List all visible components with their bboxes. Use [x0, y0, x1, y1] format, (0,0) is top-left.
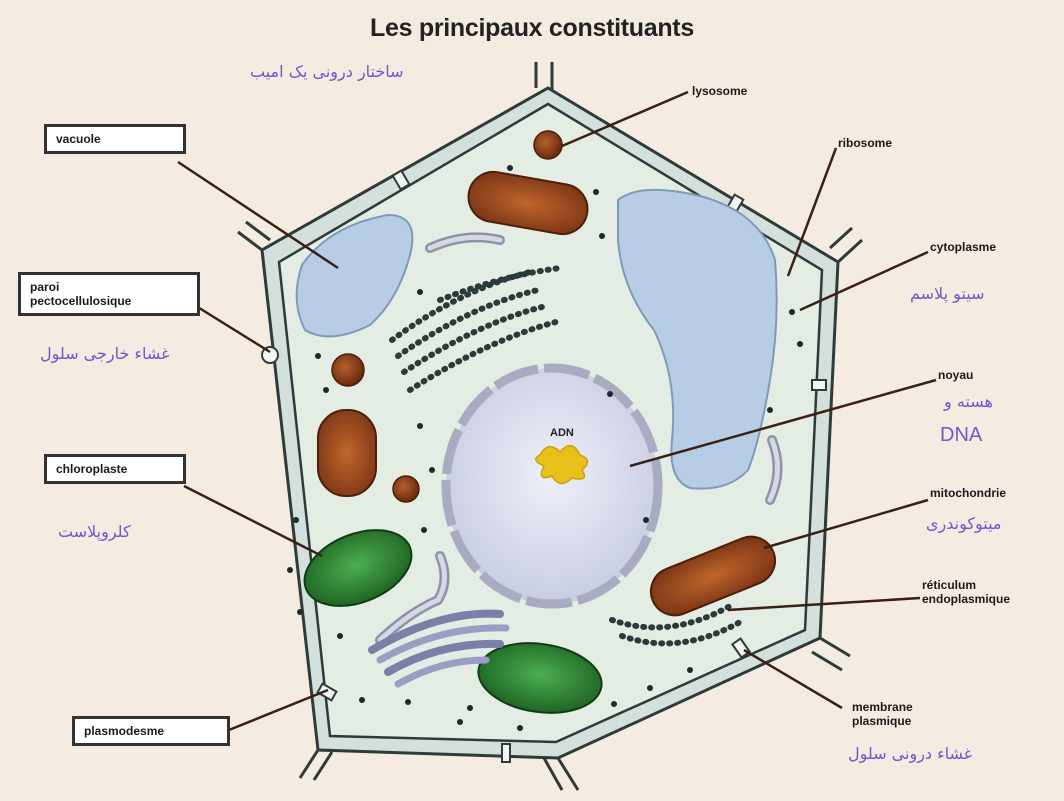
label-mitochondrie-persian: میتوکوندری [926, 514, 1001, 533]
label-plasmodesme-text: plasmodesme [84, 724, 164, 738]
label-lysosome: lysosome [692, 84, 747, 98]
label-membrane-line1: membrane [852, 700, 913, 714]
label-cytoplasme: cytoplasme [930, 240, 996, 254]
label-membrane-persian: غشاء درونی سلول [848, 744, 972, 763]
label-ribosome: ribosome [838, 136, 892, 150]
label-mitochondrie: mitochondrie [930, 486, 1006, 500]
label-membrane-line2: plasmique [852, 714, 913, 728]
nucleus [446, 368, 658, 604]
label-noyau: noyau [938, 368, 973, 382]
label-chloroplaste-persian: کلروپلاست [58, 522, 131, 541]
label-noyau-persian: هسته و [944, 392, 993, 411]
label-plasmodesme: plasmodesme [72, 716, 230, 746]
label-reticulum-line1: réticulum [922, 578, 1010, 592]
label-vacuole-text: vacuole [56, 132, 101, 146]
subtitle-persian: ساختار درونی یک امیب [250, 62, 404, 81]
label-paroi-line2: pectocellulosique [30, 294, 188, 308]
label-cytoplasme-persian: سیتو پلاسم [910, 284, 984, 303]
adn-label: ADN [550, 427, 574, 439]
label-paroi-line1: paroi [30, 280, 188, 294]
label-reticulum: réticulum endoplasmique [922, 578, 1010, 606]
label-paroi-persian: غشاء خارجی سلول [40, 344, 170, 363]
label-reticulum-line2: endoplasmique [922, 592, 1010, 606]
label-paroi: paroi pectocellulosique [18, 272, 200, 316]
diagram-title: Les principaux constituants [0, 14, 1064, 43]
label-chloroplaste: chloroplaste [44, 454, 186, 484]
label-dna: DNA [940, 424, 982, 447]
label-membrane: membrane plasmique [852, 700, 913, 728]
label-vacuole: vacuole [44, 124, 186, 154]
label-chloroplaste-text: chloroplaste [56, 462, 127, 476]
